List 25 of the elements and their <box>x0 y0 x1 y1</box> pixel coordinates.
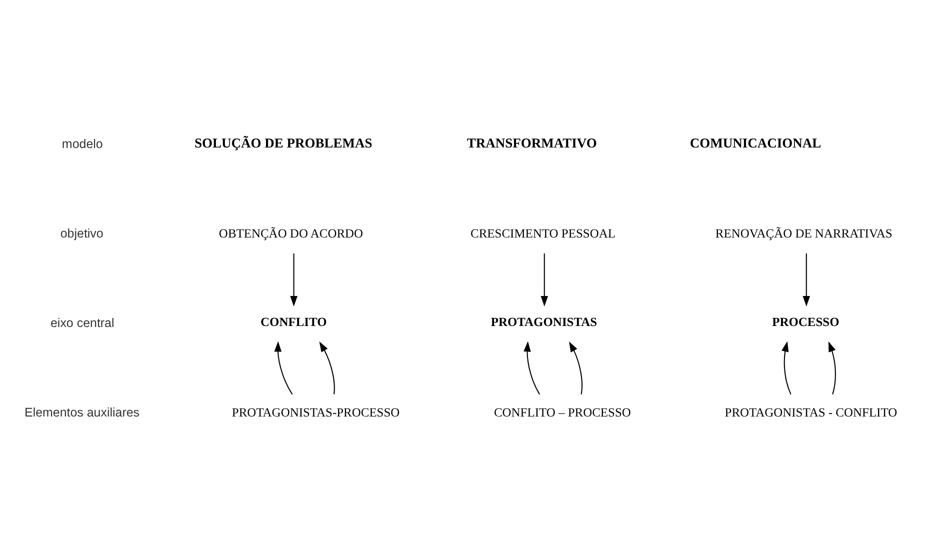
label: eixo central <box>50 315 114 330</box>
arrow <box>828 340 836 394</box>
label: modelo <box>62 136 103 151</box>
arrow <box>802 252 810 306</box>
arrow <box>540 252 548 306</box>
arrow <box>290 252 298 306</box>
node-text: CRESCIMENTO PESSOAL <box>470 226 616 240</box>
node-text: PROTAGONISTAS-PROCESSO <box>232 404 400 419</box>
node-text: CONFLITO <box>260 314 327 328</box>
node-text: PROTAGONISTAS - CONFLITO <box>724 404 898 419</box>
node-text: PROCESSO <box>772 314 840 328</box>
arrow <box>274 340 293 394</box>
label: COMUNICACIONAL <box>690 134 822 150</box>
label: TRANSFORMATIVO <box>466 134 597 150</box>
node-text: CONFLITO – PROCESSO <box>494 404 631 419</box>
label: Elementos auxiliares <box>24 404 140 419</box>
arrow <box>319 340 335 394</box>
arrow <box>569 340 583 394</box>
label: SOLUÇÃO DE PROBLEMAS <box>194 134 372 150</box>
arrow <box>524 340 540 394</box>
node-text: PROTAGONISTAS <box>490 314 598 328</box>
node-text: OBTENÇÃO DO ACORDO <box>218 226 364 240</box>
label: objetivo <box>60 226 104 240</box>
node-text: RENOVAÇÃO DE NARRATIVAS <box>715 226 892 240</box>
arrow <box>782 340 792 394</box>
